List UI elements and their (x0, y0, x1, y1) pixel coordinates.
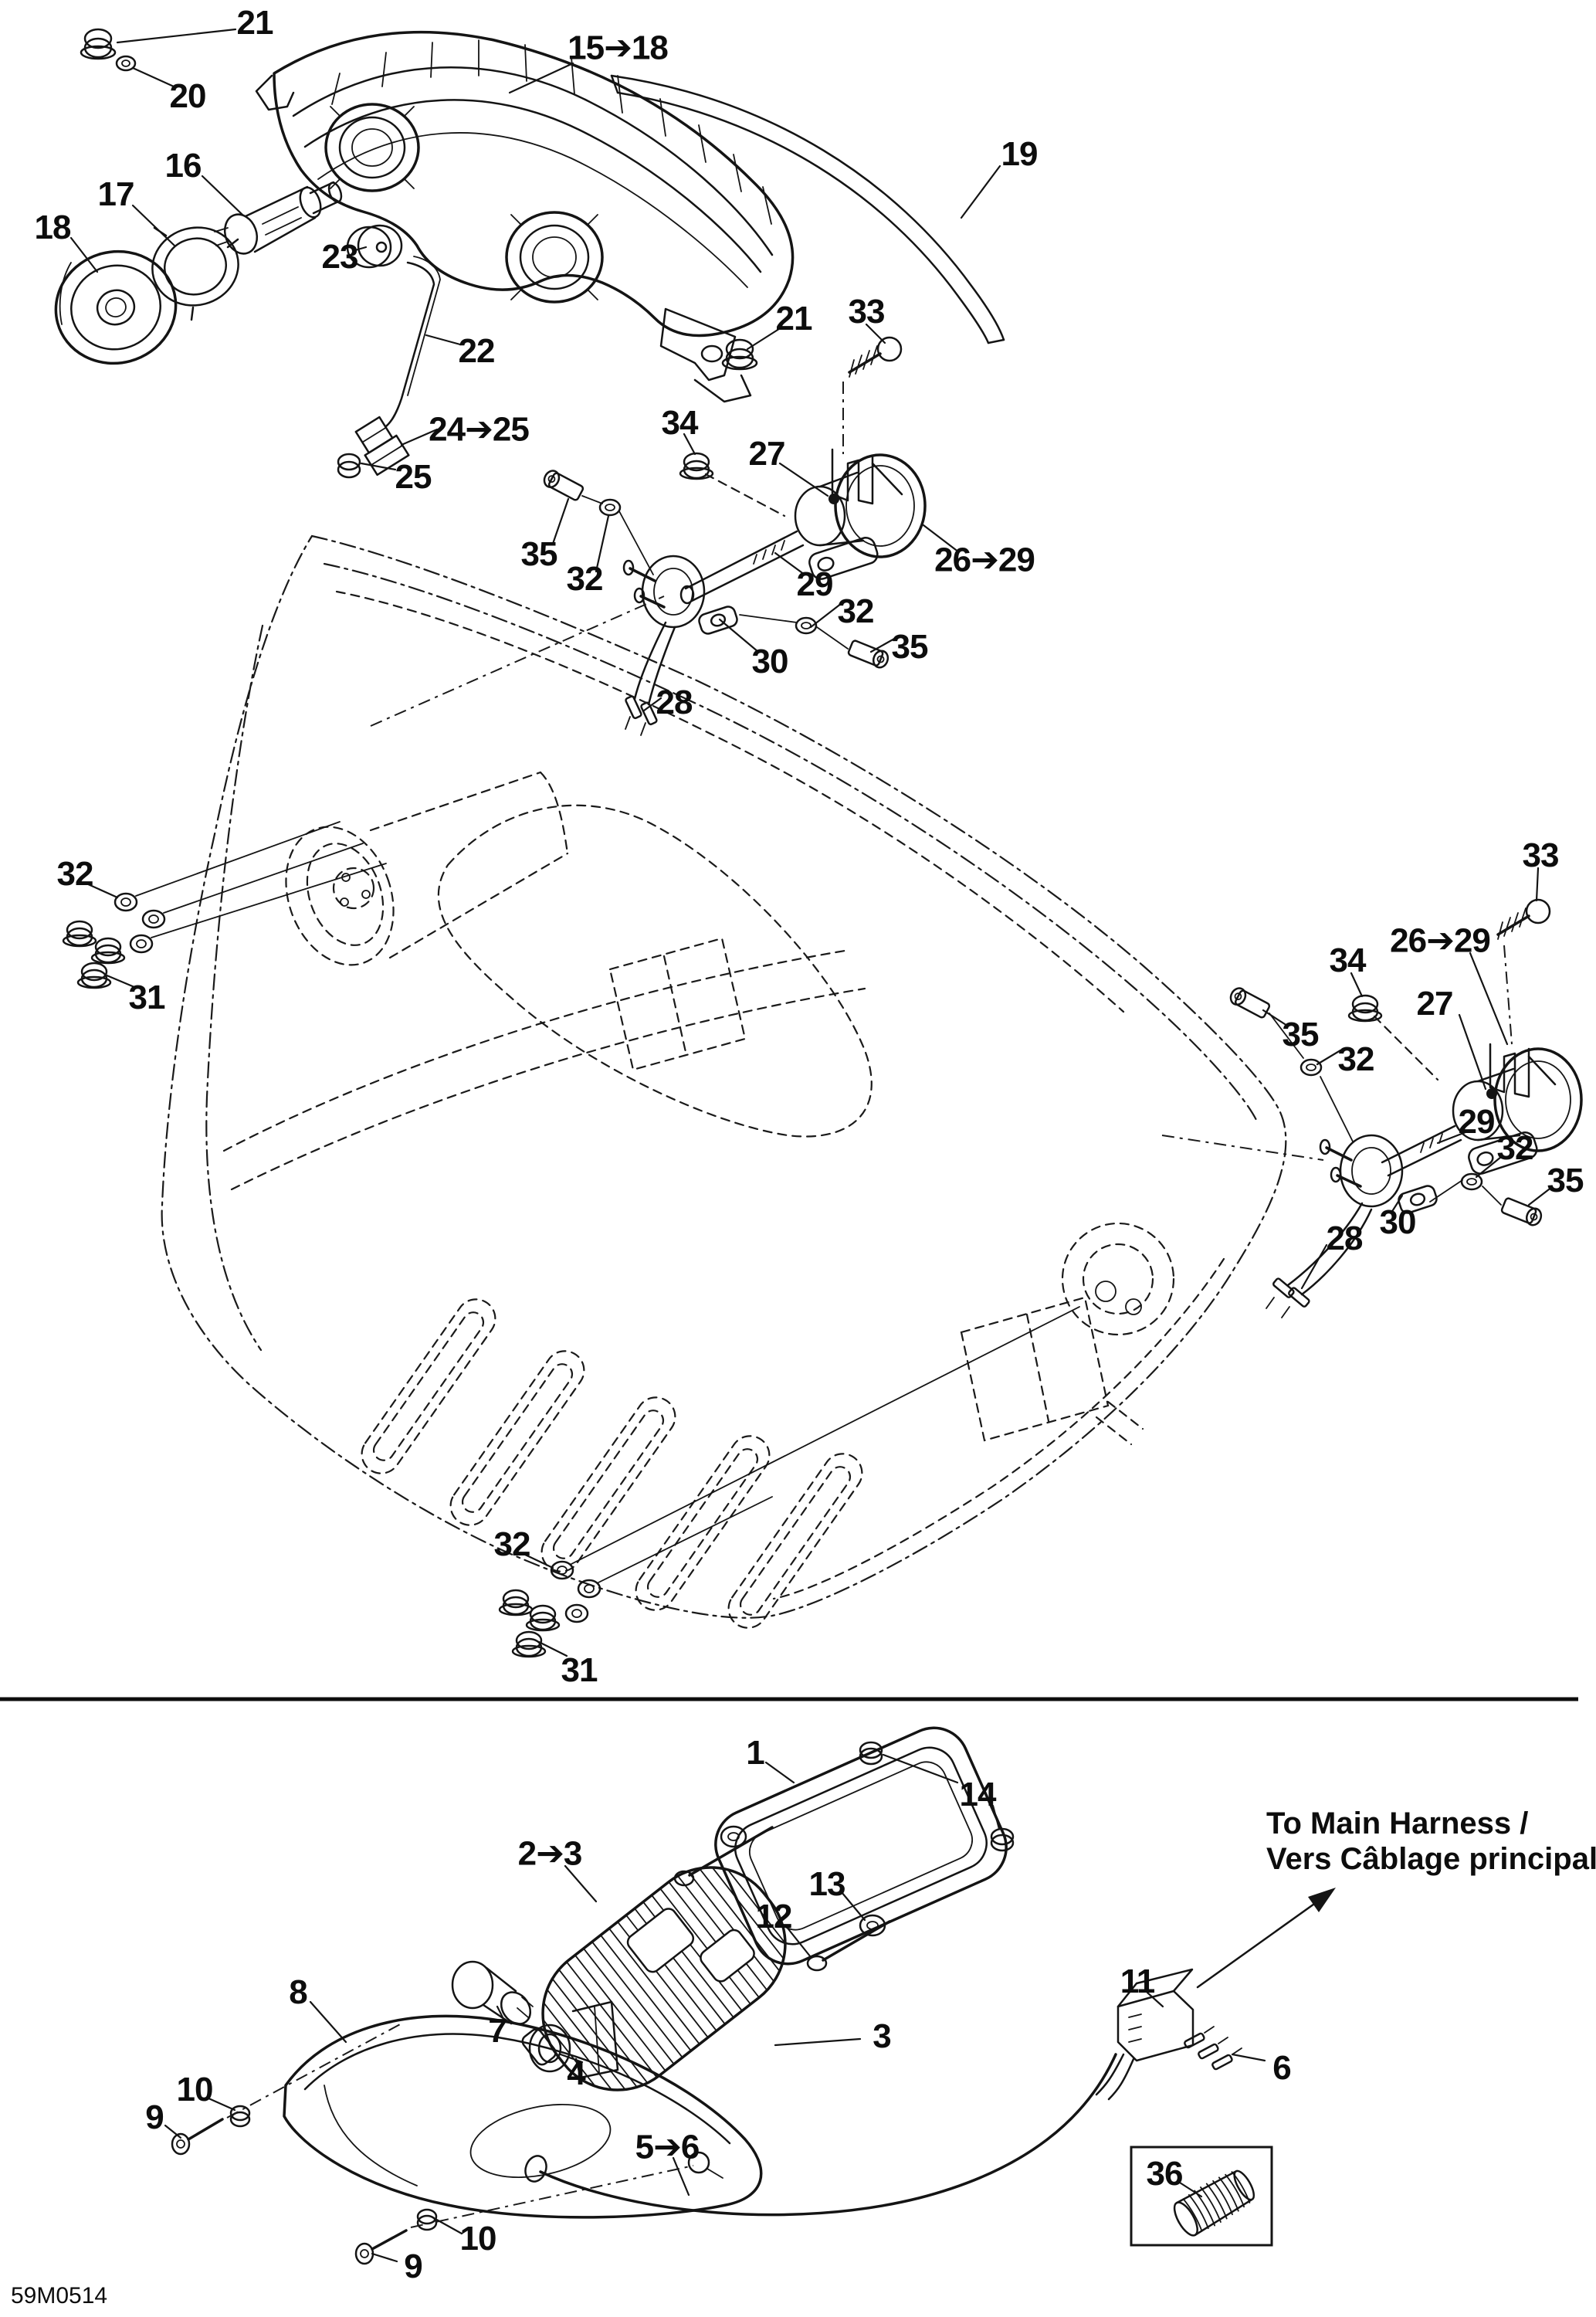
part-callout: 32 (493, 1525, 531, 1563)
part-callout: 10 (176, 2071, 214, 2108)
part-callout: 36 (1146, 2155, 1184, 2193)
taillight-grille (521, 1847, 803, 2112)
part-callout: 32 (1337, 1040, 1375, 1078)
windshield-trim (610, 74, 1005, 344)
part-callout: 21 (236, 4, 274, 42)
part-callout: 32 (566, 560, 604, 598)
headlight-cover-cap (54, 249, 178, 365)
part-callout: 33 (848, 293, 886, 331)
part-callout: 4 (567, 2054, 586, 2092)
nut (90, 937, 126, 965)
part-callout: 31 (561, 1651, 598, 1689)
part-callout: 32 (837, 592, 875, 630)
bulb-retaining-ring (151, 226, 239, 321)
left-mirror-assembly (543, 336, 927, 736)
part-callout: 22 (458, 332, 496, 370)
part-callout: 32 (56, 855, 94, 893)
right-mirror-assembly (1229, 898, 1583, 1318)
hull-vent-slots (361, 1298, 863, 1629)
part-callout: 9 (145, 2098, 164, 2136)
hull-outline (161, 534, 1324, 1619)
part-callout: 17 (97, 175, 135, 213)
part-callout: 7 (488, 2012, 507, 2050)
conduit-box (1130, 2146, 1273, 2247)
headlight-bulb (214, 181, 343, 255)
beam-adjuster (337, 224, 441, 479)
hull-fasteners-bottom (498, 1306, 1080, 1658)
hull-fasteners-left (62, 821, 387, 989)
part-callout: 23 (321, 238, 359, 276)
part-callout: 3 (873, 2017, 892, 2055)
part-callout: 19 (1001, 135, 1039, 173)
leader-lines (69, 28, 1550, 2263)
part-callout: 29 (796, 565, 834, 603)
part-callout: 8 (289, 1973, 308, 2011)
part-callout: 28 (656, 684, 693, 721)
part-callout: 5➔6 (635, 2128, 700, 2166)
corrugated-conduit (1173, 2169, 1255, 2237)
nut (511, 1630, 547, 1658)
nut (62, 920, 97, 948)
headlight-housing (255, 30, 795, 403)
part-callout: 34 (661, 404, 699, 442)
part-callout: 2➔3 (517, 1834, 583, 1873)
bulb-socket-gasket (528, 2000, 619, 2079)
nut (76, 962, 112, 989)
part-callout: 33 (1522, 836, 1560, 874)
part-callout: 30 (751, 643, 789, 680)
part-callout: 27 (748, 435, 786, 473)
harness-note-line1: To Main Harness / (1266, 1806, 1529, 1840)
part-callout: 35 (1282, 1016, 1320, 1053)
part-callout: 11 (1120, 1962, 1156, 2000)
part-callout: 32 (1496, 1129, 1534, 1167)
taillight-harness (524, 1968, 1242, 2217)
taillight-bulb (451, 1960, 534, 2025)
part-callout: 29 (1458, 1103, 1496, 1141)
part-callout: 31 (128, 979, 166, 1016)
part-callout: 35 (1547, 1162, 1584, 1199)
part-callout: 24➔25 (429, 410, 530, 449)
part-callout: 9 (404, 2247, 423, 2285)
part-callout: 26➔29 (1390, 921, 1491, 960)
part-callout: 6 (1272, 2049, 1292, 2087)
part-callout: 15➔18 (568, 29, 669, 67)
part-callout: 27 (1416, 985, 1454, 1023)
part-callout: 35 (891, 628, 929, 666)
harness-direction-arrow (1196, 1888, 1336, 1989)
part-callout: 34 (1329, 941, 1367, 979)
part-callout: 18 (34, 209, 72, 246)
nut (525, 1604, 561, 1632)
part-callout: 21 (775, 300, 813, 338)
part-callout: 30 (1379, 1203, 1417, 1241)
harness-note: To Main Harness / Vers Câblage principal (1266, 1806, 1596, 1877)
taillight-housing (283, 2014, 763, 2219)
part-callout: 28 (1326, 1220, 1364, 1257)
part-callout: 13 (808, 1865, 846, 1903)
part-callout: 25 (395, 458, 432, 496)
part-callout: 10 (459, 2220, 497, 2258)
part-callout: 20 (169, 77, 207, 115)
part-callout: 35 (520, 535, 558, 573)
part-callout: 16 (164, 147, 202, 185)
harness-note-line2: Vers Câblage principal (1266, 1842, 1596, 1876)
document-code: 59M0514 (11, 2283, 108, 2309)
part-callout: 12 (755, 1898, 793, 1935)
part-callout: 1 (746, 1734, 765, 1772)
part-callout: 26➔29 (934, 541, 1035, 579)
nut (498, 1589, 534, 1616)
headlight-fasteners (80, 28, 758, 371)
part-callout: 14 (959, 1776, 997, 1813)
